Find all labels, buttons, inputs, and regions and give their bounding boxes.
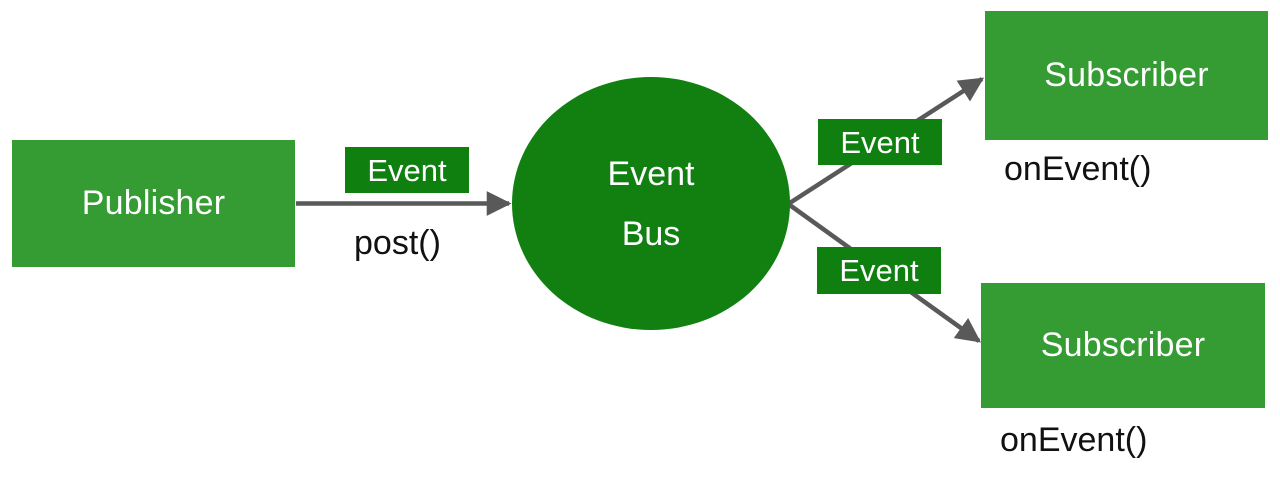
- subscriber-top-node[interactable]: Subscriber: [985, 11, 1268, 140]
- onevent-method-label-bottom: onEvent(): [1000, 421, 1148, 459]
- event-badge-subscriber-bottom[interactable]: Event: [817, 247, 941, 294]
- event-badge-publish-label: Event: [367, 152, 447, 188]
- event-bus-node[interactable]: Event Bus: [512, 77, 790, 330]
- subscriber-bottom-node[interactable]: Subscriber: [981, 283, 1265, 408]
- post-method-label: post(): [354, 224, 441, 262]
- event-bus-label-line2: Bus: [621, 214, 681, 253]
- event-badge-publish[interactable]: Event: [345, 147, 469, 193]
- onevent-method-label-top: onEvent(): [1004, 150, 1152, 188]
- subscriber-top-label: Subscriber: [1044, 55, 1209, 94]
- subscriber-bottom-label: Subscriber: [1040, 325, 1206, 364]
- publisher-node[interactable]: Publisher: [12, 140, 295, 267]
- event-badge-subscriber-top[interactable]: Event: [818, 119, 942, 165]
- event-badge-subscriber-bottom-label: Event: [839, 253, 919, 288]
- event-badge-subscriber-top-label: Event: [840, 124, 920, 160]
- publisher-label: Publisher: [81, 183, 226, 222]
- event-bus-label-line1: Event: [607, 154, 695, 193]
